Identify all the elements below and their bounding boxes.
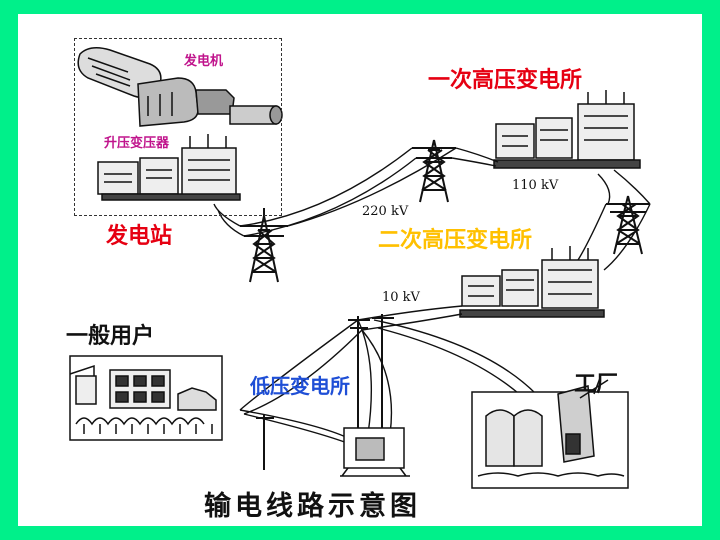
step-up-transformer-label: 升压变压器 [104,136,170,151]
low-voltage-substation-illustration [340,427,410,477]
distribution-poles [256,314,394,470]
factory-illustration [471,377,629,489]
household-illustration [69,355,223,441]
step-up-transformer-illustration [97,134,241,201]
voltage-10kv-label: 10 kV [382,290,420,305]
secondary-substation-illustration [459,246,605,318]
tower-middle [412,139,456,203]
secondary-substation-label: 二次高压变电所 [378,228,533,253]
power-plant-dashed-box [74,38,282,216]
primary-substation-label: 一次高压变电所 [428,68,583,93]
voltage-220kv-label: 220 kV [362,204,409,219]
tower-right [606,195,650,255]
transmission-scene [69,47,651,489]
power-lines [213,147,651,445]
diagram-frame: 发电机 升压变压器 发电站 一次高压变电所 二次高压变电所 低压变电所 一般用户… [18,14,702,526]
power-plant-label: 发电站 [106,224,173,249]
primary-substation-illustration [493,90,641,169]
household-label: 一般用户 [66,324,155,349]
diagram-title: 输电线路示意图 [204,491,421,522]
tower-near-plant [240,208,288,283]
voltage-110kv-label: 110 kV [512,178,559,193]
factory-label: 工厂 [574,372,619,397]
generator-label: 发电机 [184,54,224,69]
low-voltage-substation-label: 低压变电所 [250,374,350,398]
generator-illustration [77,47,283,127]
